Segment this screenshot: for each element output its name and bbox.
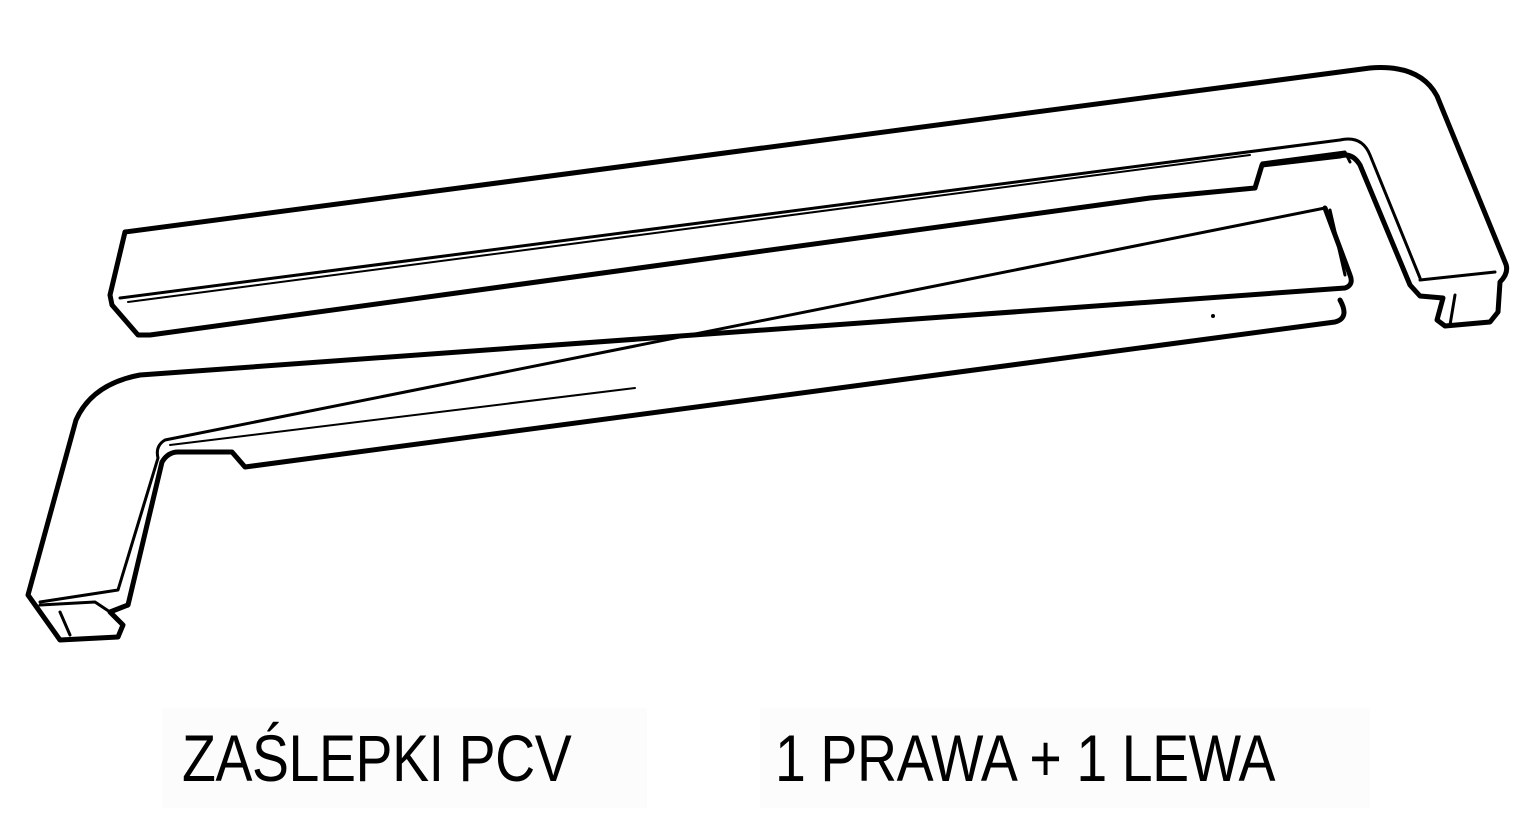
quantity-text: 1 PRAWA + 1 LEWA (775, 721, 1276, 795)
product-caption: ZAŚLEPKI PCV (162, 708, 647, 808)
product-name: ZAŚLEPKI PCV (182, 721, 572, 795)
quantity-caption: 1 PRAWA + 1 LEWA (760, 708, 1370, 808)
left-end-cap (25, 205, 1354, 643)
right-end-cap (107, 65, 1510, 338)
end-caps-illustration (25, 65, 1510, 643)
